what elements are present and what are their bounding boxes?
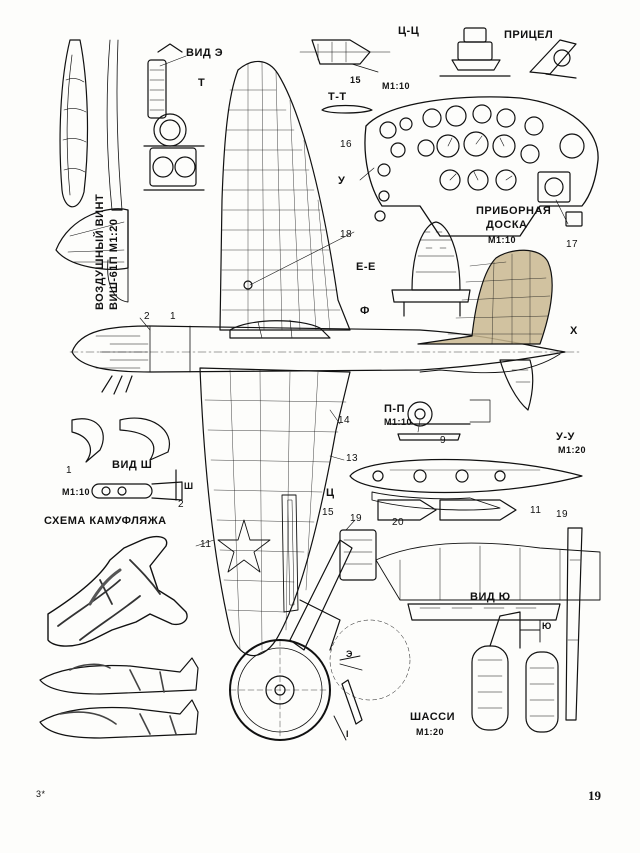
i-mark-label: I bbox=[346, 729, 350, 739]
tt-section-label: Т-Т bbox=[328, 91, 347, 103]
callout-17: 17 bbox=[566, 239, 579, 250]
e2-label: Э bbox=[346, 649, 353, 659]
callout-11b: 11 bbox=[530, 505, 542, 516]
section-pp-drawing bbox=[387, 399, 491, 441]
callout-14: 14 bbox=[338, 415, 351, 426]
callout-20: 20 bbox=[392, 517, 405, 528]
ee-section-label: Е-Е bbox=[356, 261, 376, 273]
callout-13: 13 bbox=[346, 453, 359, 464]
vid-sh-label: ВИД Ш bbox=[112, 459, 153, 471]
callout-1b: 1 bbox=[66, 465, 73, 476]
section-uu-drawing bbox=[349, 458, 583, 511]
propeller-blade-drawing bbox=[59, 39, 123, 211]
propeller-caption-line2: ВИШ-61П М1:20 bbox=[108, 218, 120, 310]
sight-label: ПРИЦЕЛ bbox=[504, 29, 554, 41]
ts2-label: Ц bbox=[326, 487, 335, 499]
section-ts-drawing bbox=[299, 39, 391, 73]
pp-section-label: П-П bbox=[384, 403, 405, 415]
callout-1: 1 bbox=[170, 311, 177, 322]
callout-11: 11 bbox=[200, 539, 212, 550]
f-label: Ф bbox=[360, 305, 370, 317]
callout-19b: 19 bbox=[556, 509, 569, 520]
callout-16: 16 bbox=[340, 139, 353, 150]
camouflage-title: СХЕМА КАМУФЛЯЖА bbox=[44, 515, 167, 527]
vid-sh-drawing bbox=[71, 417, 183, 501]
vid-e-label: ВИД Э bbox=[186, 47, 224, 59]
fuselage-side-drawing bbox=[69, 319, 581, 411]
sight-drawing bbox=[439, 27, 577, 79]
vid-e-assembly-drawing bbox=[143, 43, 205, 191]
x-label: Х bbox=[570, 325, 578, 337]
chassis-label: ШАССИ bbox=[410, 711, 456, 723]
small-parts-drawing bbox=[333, 499, 517, 741]
page-number: 19 bbox=[588, 788, 601, 803]
vid-sh-scale-label: М1:10 bbox=[62, 487, 91, 497]
callout-2: 2 bbox=[144, 311, 151, 322]
leader-lines bbox=[139, 55, 569, 547]
landing-gear-drawing bbox=[229, 527, 601, 741]
ts-scale-label: М1:10 bbox=[382, 81, 411, 91]
spinner-drawing bbox=[55, 208, 129, 303]
pp-scale-label: М1:10 bbox=[384, 417, 413, 427]
uu-scale-label: М1:20 bbox=[558, 445, 587, 455]
section-ee-drawing bbox=[391, 221, 471, 317]
camouflage-scheme-drawing bbox=[39, 535, 199, 739]
callout-9: 9 bbox=[440, 435, 447, 446]
yu-label: Ю bbox=[542, 621, 552, 631]
section-tt-drawing bbox=[321, 104, 373, 114]
uu-section-label: У-У bbox=[556, 431, 575, 443]
callout-19: 19 bbox=[350, 513, 363, 524]
callout-18: 18 bbox=[340, 229, 353, 240]
instrument-panel-drawing bbox=[364, 96, 599, 237]
sheet-mark: 3* bbox=[36, 789, 46, 799]
callout-15b: 15 bbox=[322, 507, 335, 518]
panel-title-line1: ПРИБОРНАЯ bbox=[476, 205, 552, 217]
callout-15: 15 bbox=[350, 75, 362, 85]
panel-title-line2: ДОСКА bbox=[486, 219, 528, 231]
main-wing-plan-drawing bbox=[199, 60, 351, 657]
rudder-drawing bbox=[417, 249, 553, 345]
panel-scale-label: М1:10 bbox=[488, 235, 517, 245]
callout-2b: 2 bbox=[178, 499, 185, 510]
sh-label: Ш bbox=[184, 481, 194, 491]
u-label: У bbox=[338, 175, 346, 187]
ts-section-label: Ц-Ц bbox=[398, 25, 420, 37]
t-label: Т bbox=[198, 77, 206, 89]
propeller-caption-line1: ВОЗДУШНЫЙ ВИНТ bbox=[94, 193, 106, 310]
vid-yu-label: ВИД Ю bbox=[470, 591, 511, 603]
chassis-scale-label: М1:20 bbox=[416, 727, 445, 737]
